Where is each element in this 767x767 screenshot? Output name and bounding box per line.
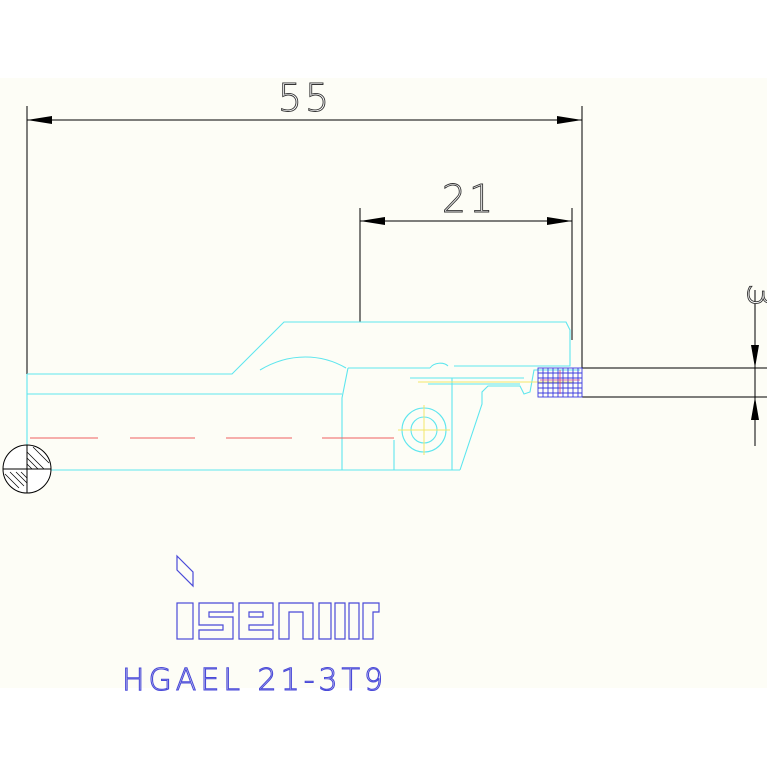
arrow-up-icon [751, 397, 759, 420]
arrow-down-icon [751, 345, 759, 368]
iscar-logo-icon [176, 554, 380, 640]
arrow-left-icon [360, 217, 385, 225]
cutting-insert [537, 367, 583, 398]
dimension-overall-length: 55 [26, 76, 583, 374]
quadrant-section-symbol-icon [2, 444, 52, 494]
dimension-label-55: 55 [278, 76, 332, 120]
dimension-head-length: 21 [359, 177, 573, 340]
arrow-right-icon [557, 116, 582, 124]
dimension-label-3: 3 [739, 283, 767, 310]
arrow-right-icon [547, 217, 572, 225]
dimension-cutting-width: 3 [582, 283, 767, 446]
arrow-left-icon [27, 116, 52, 124]
model-code: HGAEL 21-3T9 [122, 663, 387, 698]
dimension-label-21: 21 [442, 177, 496, 221]
drawing-sheet [0, 78, 767, 688]
